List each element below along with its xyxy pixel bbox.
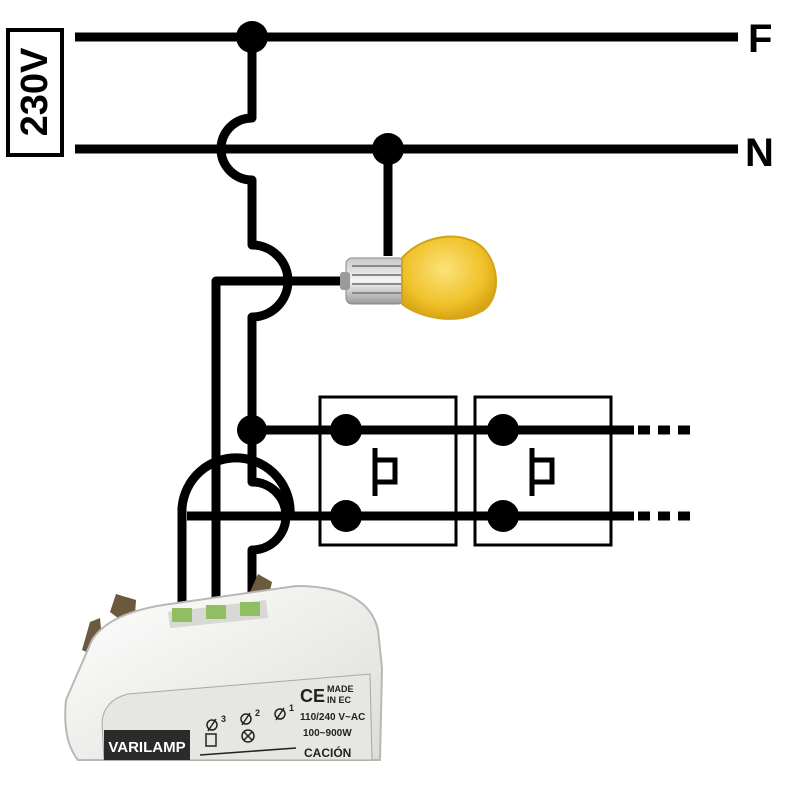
lamp-symbol-icon — [241, 729, 255, 743]
lamp-return-wire — [211, 276, 350, 612]
terminal-2-label: 2 — [255, 708, 260, 718]
terminal-symbols: 3 2 1 — [199, 703, 297, 756]
neutral-junction-dot — [372, 133, 404, 165]
neutral-label: N — [745, 131, 774, 175]
device-power: 100~900W — [303, 728, 352, 739]
dimmer-device: VARILAMP 3 2 1 CE MADE IN EC 110/240 V~A… — [64, 574, 384, 761]
push-button-1 — [318, 395, 458, 547]
push-button-1-terminal-bottom — [330, 500, 362, 532]
device-footer-text: CACIÓN — [304, 745, 351, 760]
push-button-icon — [529, 448, 555, 496]
push-button-1-terminal-top — [330, 414, 362, 446]
device-brand: VARILAMP — [108, 739, 185, 756]
button-return-loop — [177, 453, 295, 612]
voltage-text: 230V — [14, 47, 56, 136]
terminal-block-1 — [240, 602, 260, 616]
button-symbol-icon — [205, 733, 217, 747]
push-button-2 — [473, 395, 613, 547]
phase-drop-wire — [216, 37, 293, 431]
terminal-block-2 — [206, 605, 226, 619]
ce-mark: CE — [300, 686, 325, 706]
phase-label: F — [748, 17, 772, 61]
voltage-label: 230V — [6, 28, 64, 157]
device-voltage: 110/240 V~AC — [300, 712, 365, 723]
bottom-margin — [0, 762, 800, 800]
made-in-line2: IN EC — [327, 695, 352, 705]
phase-junction-dot — [236, 21, 268, 53]
push-button-2-terminal-top — [487, 414, 519, 446]
terminal-3-label: 3 — [221, 714, 226, 724]
upper-bus-junction-dot — [237, 415, 267, 445]
terminal-1-label: 1 — [289, 703, 294, 713]
push-button-icon — [372, 448, 398, 496]
made-in-line1: MADE — [327, 684, 354, 694]
light-bulb-icon — [340, 235, 497, 320]
push-button-2-terminal-bottom — [487, 500, 519, 532]
terminal-block-3 — [172, 608, 192, 622]
